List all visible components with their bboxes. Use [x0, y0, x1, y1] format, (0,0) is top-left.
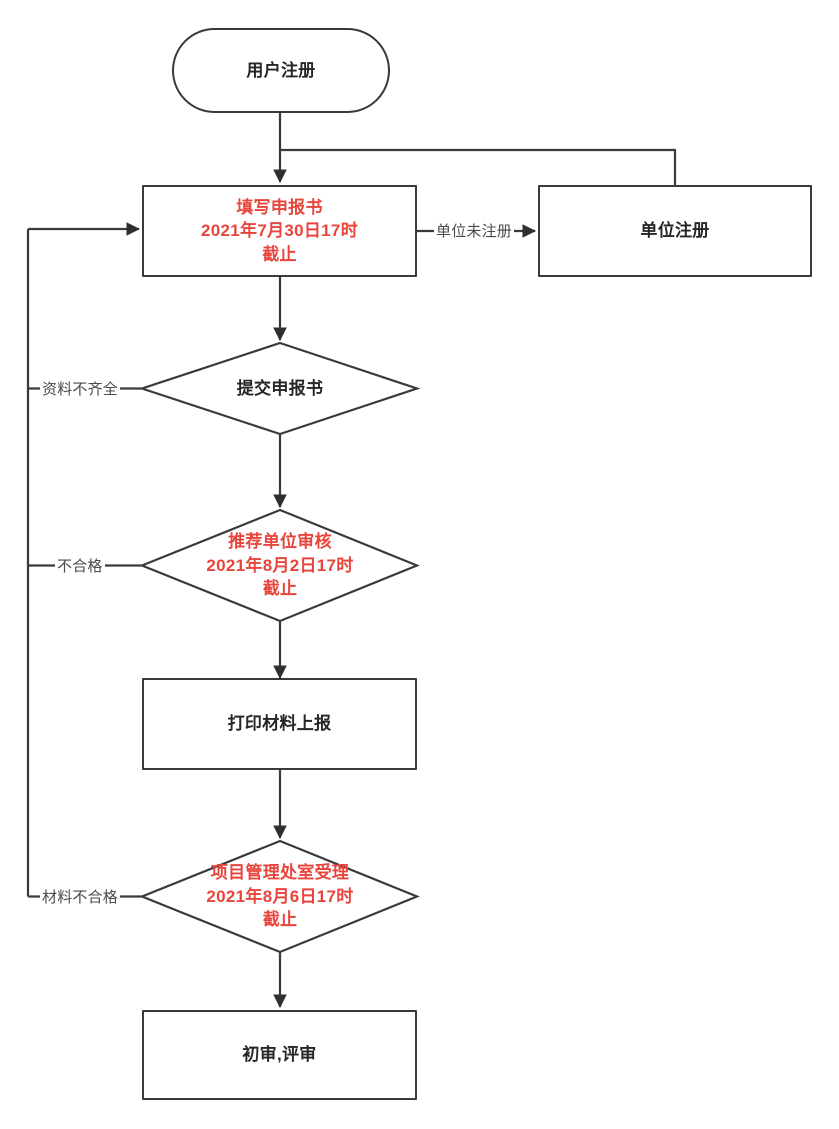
node-fill-application-label: 填写申报书 2021年7月30日17时 截止 [201, 197, 358, 264]
node-preliminary-review[interactable]: 初审,评审 [142, 1010, 417, 1100]
node-fill-application[interactable]: 填写申报书 2021年7月30日17时 截止 [142, 185, 417, 277]
node-user-register-label: 用户注册 [246, 60, 316, 80]
edge-label-materials-incomplete: 资料不齐全 [40, 381, 121, 398]
edge-label-unit-not-registered: 单位未注册 [434, 223, 515, 240]
decision-shape-submit-application [138, 341, 421, 436]
node-preliminary-review-label: 初审,评审 [242, 1045, 317, 1065]
node-unit-register[interactable]: 单位注册 [538, 185, 812, 277]
edge-label-not-qualified: 不合格 [55, 558, 105, 575]
decision-shape-office-acceptance [139, 839, 420, 954]
node-print-materials[interactable]: 打印材料上报 [142, 678, 417, 770]
node-user-register[interactable]: 用户注册 [172, 28, 390, 113]
edge-user-register-to-unit-register [280, 148, 677, 185]
edge-label-materials-not-qualified: 材料不合格 [40, 889, 121, 906]
node-print-materials-label: 打印材料上报 [227, 714, 332, 734]
decision-shape-unit-review [139, 508, 420, 623]
node-unit-register-label: 单位注册 [640, 221, 710, 241]
